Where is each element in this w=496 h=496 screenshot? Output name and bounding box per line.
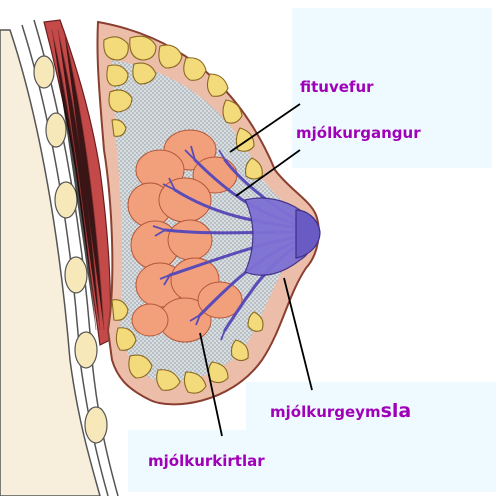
label-milk-sinus: mjólkurgeymsla [270,400,411,422]
label-milk-duct: mjólkurgangur [296,124,421,142]
label-fat-tissue: fituvefur [300,78,374,96]
label-mammary-glands: mjólkurkirtlar [148,452,265,470]
